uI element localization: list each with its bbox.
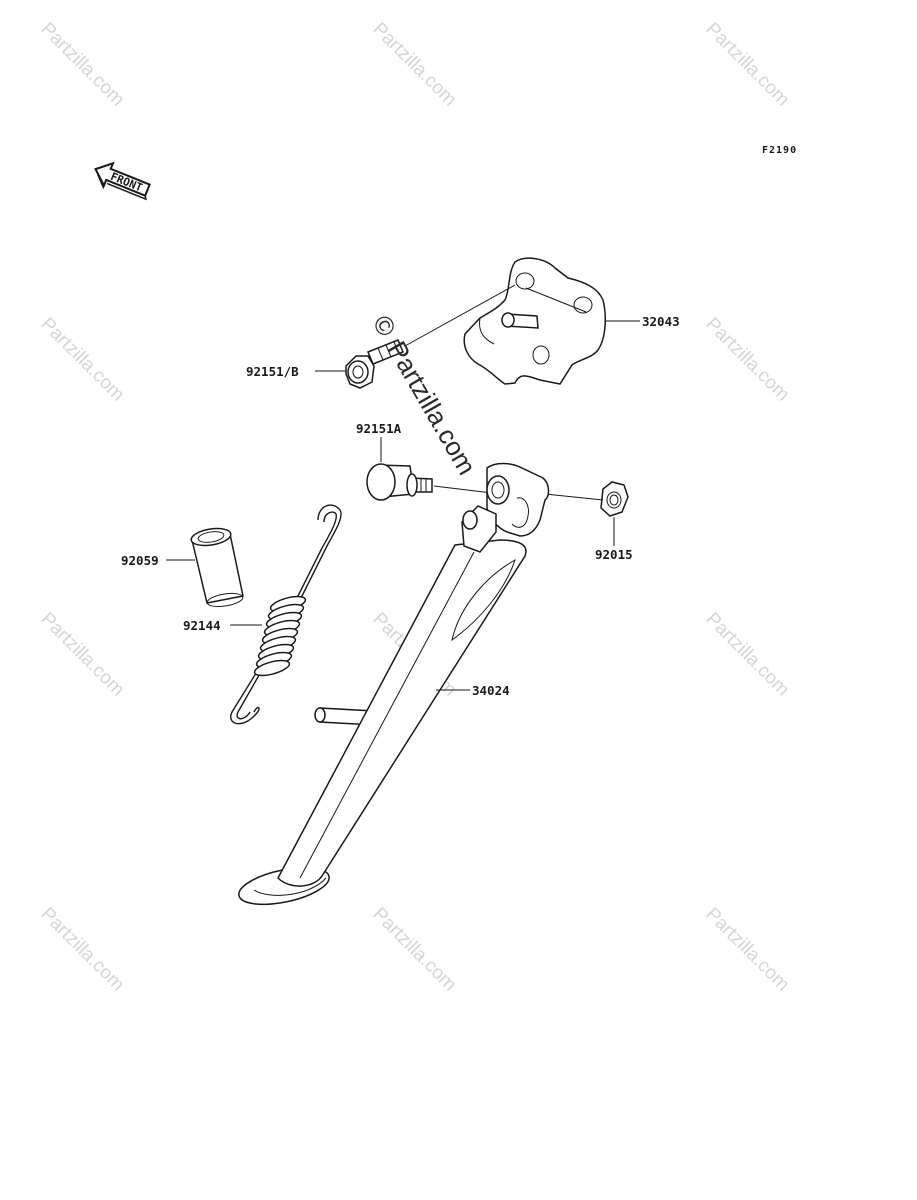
watermark-brand-text: Partzilla.com (382, 336, 482, 480)
leader-line (433, 485, 493, 494)
part-label-92015: 92015 (595, 547, 633, 562)
watermark-text: Partzilla.com (36, 19, 128, 111)
tension-spring-icon (230, 504, 342, 725)
leader-line (544, 493, 604, 501)
part-label-32043: 32043 (642, 314, 680, 329)
watermark-text: Partzilla.com (701, 19, 793, 111)
part-label-92151a: 92151A (356, 421, 402, 436)
side-stand-bracket-icon (463, 257, 607, 385)
front-arrow-icon: FRONT (94, 161, 151, 201)
leader-line (404, 284, 516, 347)
hex-nut-icon (600, 481, 629, 517)
watermark-text: Partzilla.com (36, 609, 128, 701)
watermark-text: Partzilla.com (36, 904, 128, 996)
watermark-text: Partzilla.com (368, 19, 460, 111)
watermark-text: Partzilla.com (701, 314, 793, 406)
pivot-bolt-icon (366, 463, 433, 501)
spring-coils (253, 595, 307, 677)
part-label-92059: 92059 (121, 553, 159, 568)
flange-bolt-icon (345, 339, 404, 389)
part-label-92151-b: 92151/B (246, 364, 299, 379)
watermark-text: Partzilla.com (701, 904, 793, 996)
collar-sleeve-icon (190, 527, 244, 608)
watermark-copyright-symbol: © (367, 310, 403, 342)
part-label-92144: 92144 (183, 618, 221, 633)
watermark-text: Partzilla.com (36, 314, 128, 406)
figure-code: F2190 (762, 145, 797, 156)
part-label-34024: 34024 (472, 683, 510, 698)
watermark-text: Partzilla.com (368, 904, 460, 996)
side-stand-icon (238, 462, 550, 906)
watermark-layer: Partzilla.com Partzilla.com Partzilla.co… (36, 19, 793, 996)
watermark-text: Partzilla.com (701, 609, 793, 701)
